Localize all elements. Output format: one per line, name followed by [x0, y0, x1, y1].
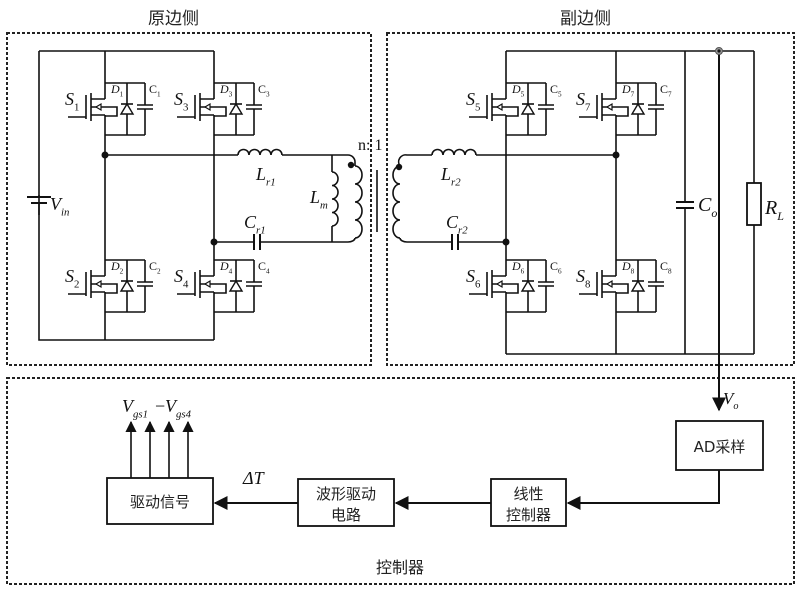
secondary-switch-label-6: S6 — [466, 266, 481, 290]
primary-switch-label-2: S2 — [65, 266, 79, 290]
primary-cap-label-2: C2 — [149, 259, 161, 276]
primary-switch-label-3: S3 — [174, 89, 188, 113]
waveform-driver-label-1: 波形驱动 — [316, 485, 376, 503]
controller-region — [6, 377, 795, 585]
secondary-diode-label-8: D8 — [621, 259, 635, 276]
secondary-cap-label-6: C6 — [550, 259, 562, 276]
primary-switch-label-1: S1 — [65, 89, 79, 113]
cr1-label: Cr1 — [244, 212, 266, 236]
gate-signal-label-end: Vgs4 — [165, 396, 192, 420]
linear-controller-label-2: 控制器 — [506, 506, 551, 524]
ad-sampling-label: AD采样 — [694, 438, 746, 456]
gate-signal-dash: − — [155, 396, 165, 416]
primary-switch-label-4: S4 — [174, 266, 189, 290]
inductor-lr1 — [237, 148, 283, 156]
secondary-switch-label-8: S8 — [576, 266, 590, 290]
primary-diode-label-3: D3 — [219, 82, 233, 99]
transformer-secondary-winding — [392, 165, 401, 239]
drive-signal-block — [106, 477, 214, 525]
lr1-label: Lr1 — [255, 164, 276, 188]
lr2-label: Lr2 — [440, 164, 461, 188]
controller-blocks — [106, 420, 764, 527]
co-label: Co — [698, 194, 717, 220]
primary-cap-label-4: C4 — [258, 259, 270, 276]
resistor-rl — [746, 182, 762, 226]
secondary-diode-label-6: D6 — [511, 259, 525, 276]
arrow-ad-to-linear — [566, 470, 720, 510]
drive-signal-label: 驱动信号 — [130, 493, 190, 511]
secondary-side-region — [386, 32, 795, 366]
primary-side-title: 原边侧 — [148, 9, 199, 29]
secondary-diode-label-7: D7 — [621, 82, 635, 99]
turns-ratio: n: 1 — [358, 137, 382, 154]
secondary-switch-label-5: S5 — [466, 89, 480, 113]
delta-t-label: ΔT — [242, 468, 266, 488]
primary-bridge — [27, 50, 363, 341]
gate-signal-label-start: Vgs1 — [122, 396, 148, 420]
capacitor-cr1 — [253, 234, 261, 250]
primary-side-region — [6, 32, 372, 366]
primary-diode-label-1: D1 — [110, 82, 124, 99]
lm-label: Lm — [309, 187, 328, 211]
vin-label: Vin — [50, 194, 69, 218]
secondary-cap-label-8: C8 — [660, 259, 672, 276]
primary-diode-label-2: D2 — [110, 259, 124, 276]
primary-cap-label-1: C1 — [149, 82, 161, 99]
secondary-diode-label-5: D5 — [511, 82, 525, 99]
rl-label: RL — [764, 197, 784, 223]
secondary-side-title: 副边侧 — [560, 9, 611, 29]
ad-sampling-block — [675, 420, 764, 471]
capacitor-co — [676, 201, 694, 209]
linear-controller-label-1: 线性 — [513, 485, 543, 503]
primary-cap-label-3: C3 — [258, 82, 270, 99]
vo-label: Vo — [723, 389, 738, 412]
secondary-switch-label-7: S7 — [576, 89, 591, 113]
waveform-driver-label-2: 电路 — [331, 506, 361, 524]
transformer-primary-winding — [354, 165, 363, 239]
linear-controller-block — [490, 478, 567, 527]
primary-diode-label-4: D4 — [219, 259, 233, 276]
cr2-label: Cr2 — [446, 212, 468, 236]
secondary-cap-label-5: C5 — [550, 82, 562, 99]
waveform-driver-block — [297, 478, 395, 527]
secondary-cap-label-7: C7 — [660, 82, 672, 99]
secondary-bridge — [392, 47, 762, 412]
controller-title: 控制器 — [376, 558, 424, 577]
inductor-lr2 — [431, 148, 477, 156]
inductor-lm — [331, 171, 339, 227]
